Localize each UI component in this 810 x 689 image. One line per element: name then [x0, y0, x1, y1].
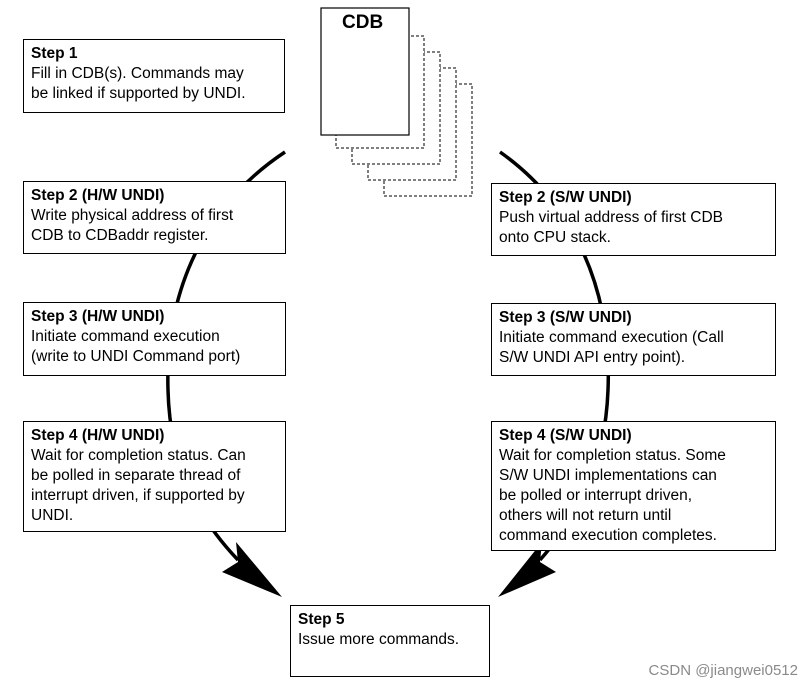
left-arrowhead — [222, 542, 282, 597]
step4-hw-title: Step 4 (H/W UNDI) — [31, 427, 165, 444]
step2-hw-box: Step 2 (H/W UNDI) Write physical address… — [23, 181, 286, 254]
step3-sw-box: Step 3 (S/W UNDI) Initiate command execu… — [491, 303, 776, 376]
step4-hw-box: Step 4 (H/W UNDI) Wait for completion st… — [23, 421, 286, 532]
step3-sw-text: Initiate command execution (Call S/W UND… — [499, 329, 724, 366]
step4-sw-text: Wait for completion status. Some S/W UND… — [499, 447, 726, 544]
step5-box: Step 5 Issue more commands. — [290, 605, 490, 677]
step2-sw-text: Push virtual address of first CDB onto C… — [499, 209, 723, 246]
step1-box: Step 1 Fill in CDB(s). Commands may be l… — [23, 39, 285, 113]
step1-text: Fill in CDB(s). Commands may be linked i… — [31, 65, 246, 102]
step4-sw-box: Step 4 (S/W UNDI) Wait for completion st… — [491, 421, 776, 551]
watermark: CSDN @jiangwei0512 — [648, 662, 798, 679]
step3-hw-title: Step 3 (H/W UNDI) — [31, 308, 165, 325]
step1-title: Step 1 — [31, 45, 78, 62]
step2-sw-title: Step 2 (S/W UNDI) — [499, 189, 632, 206]
step4-hw-text: Wait for completion status. Can be polle… — [31, 447, 246, 524]
step2-hw-title: Step 2 (H/W UNDI) — [31, 187, 165, 204]
step3-hw-box: Step 3 (H/W UNDI) Initiate command execu… — [23, 302, 286, 376]
step3-sw-title: Step 3 (S/W UNDI) — [499, 309, 632, 326]
cdb-page-1 — [320, 7, 410, 136]
step2-sw-box: Step 2 (S/W UNDI) Push virtual address o… — [491, 183, 776, 256]
right-arrowhead — [498, 542, 556, 597]
cdb-label: CDB — [342, 12, 384, 33]
step2-hw-text: Write physical address of first CDB to C… — [31, 207, 234, 244]
step5-text: Issue more commands. — [298, 631, 460, 648]
step3-hw-text: Initiate command execution (write to UND… — [31, 328, 241, 365]
step4-sw-title: Step 4 (S/W UNDI) — [499, 427, 632, 444]
step5-title: Step 5 — [298, 611, 345, 628]
